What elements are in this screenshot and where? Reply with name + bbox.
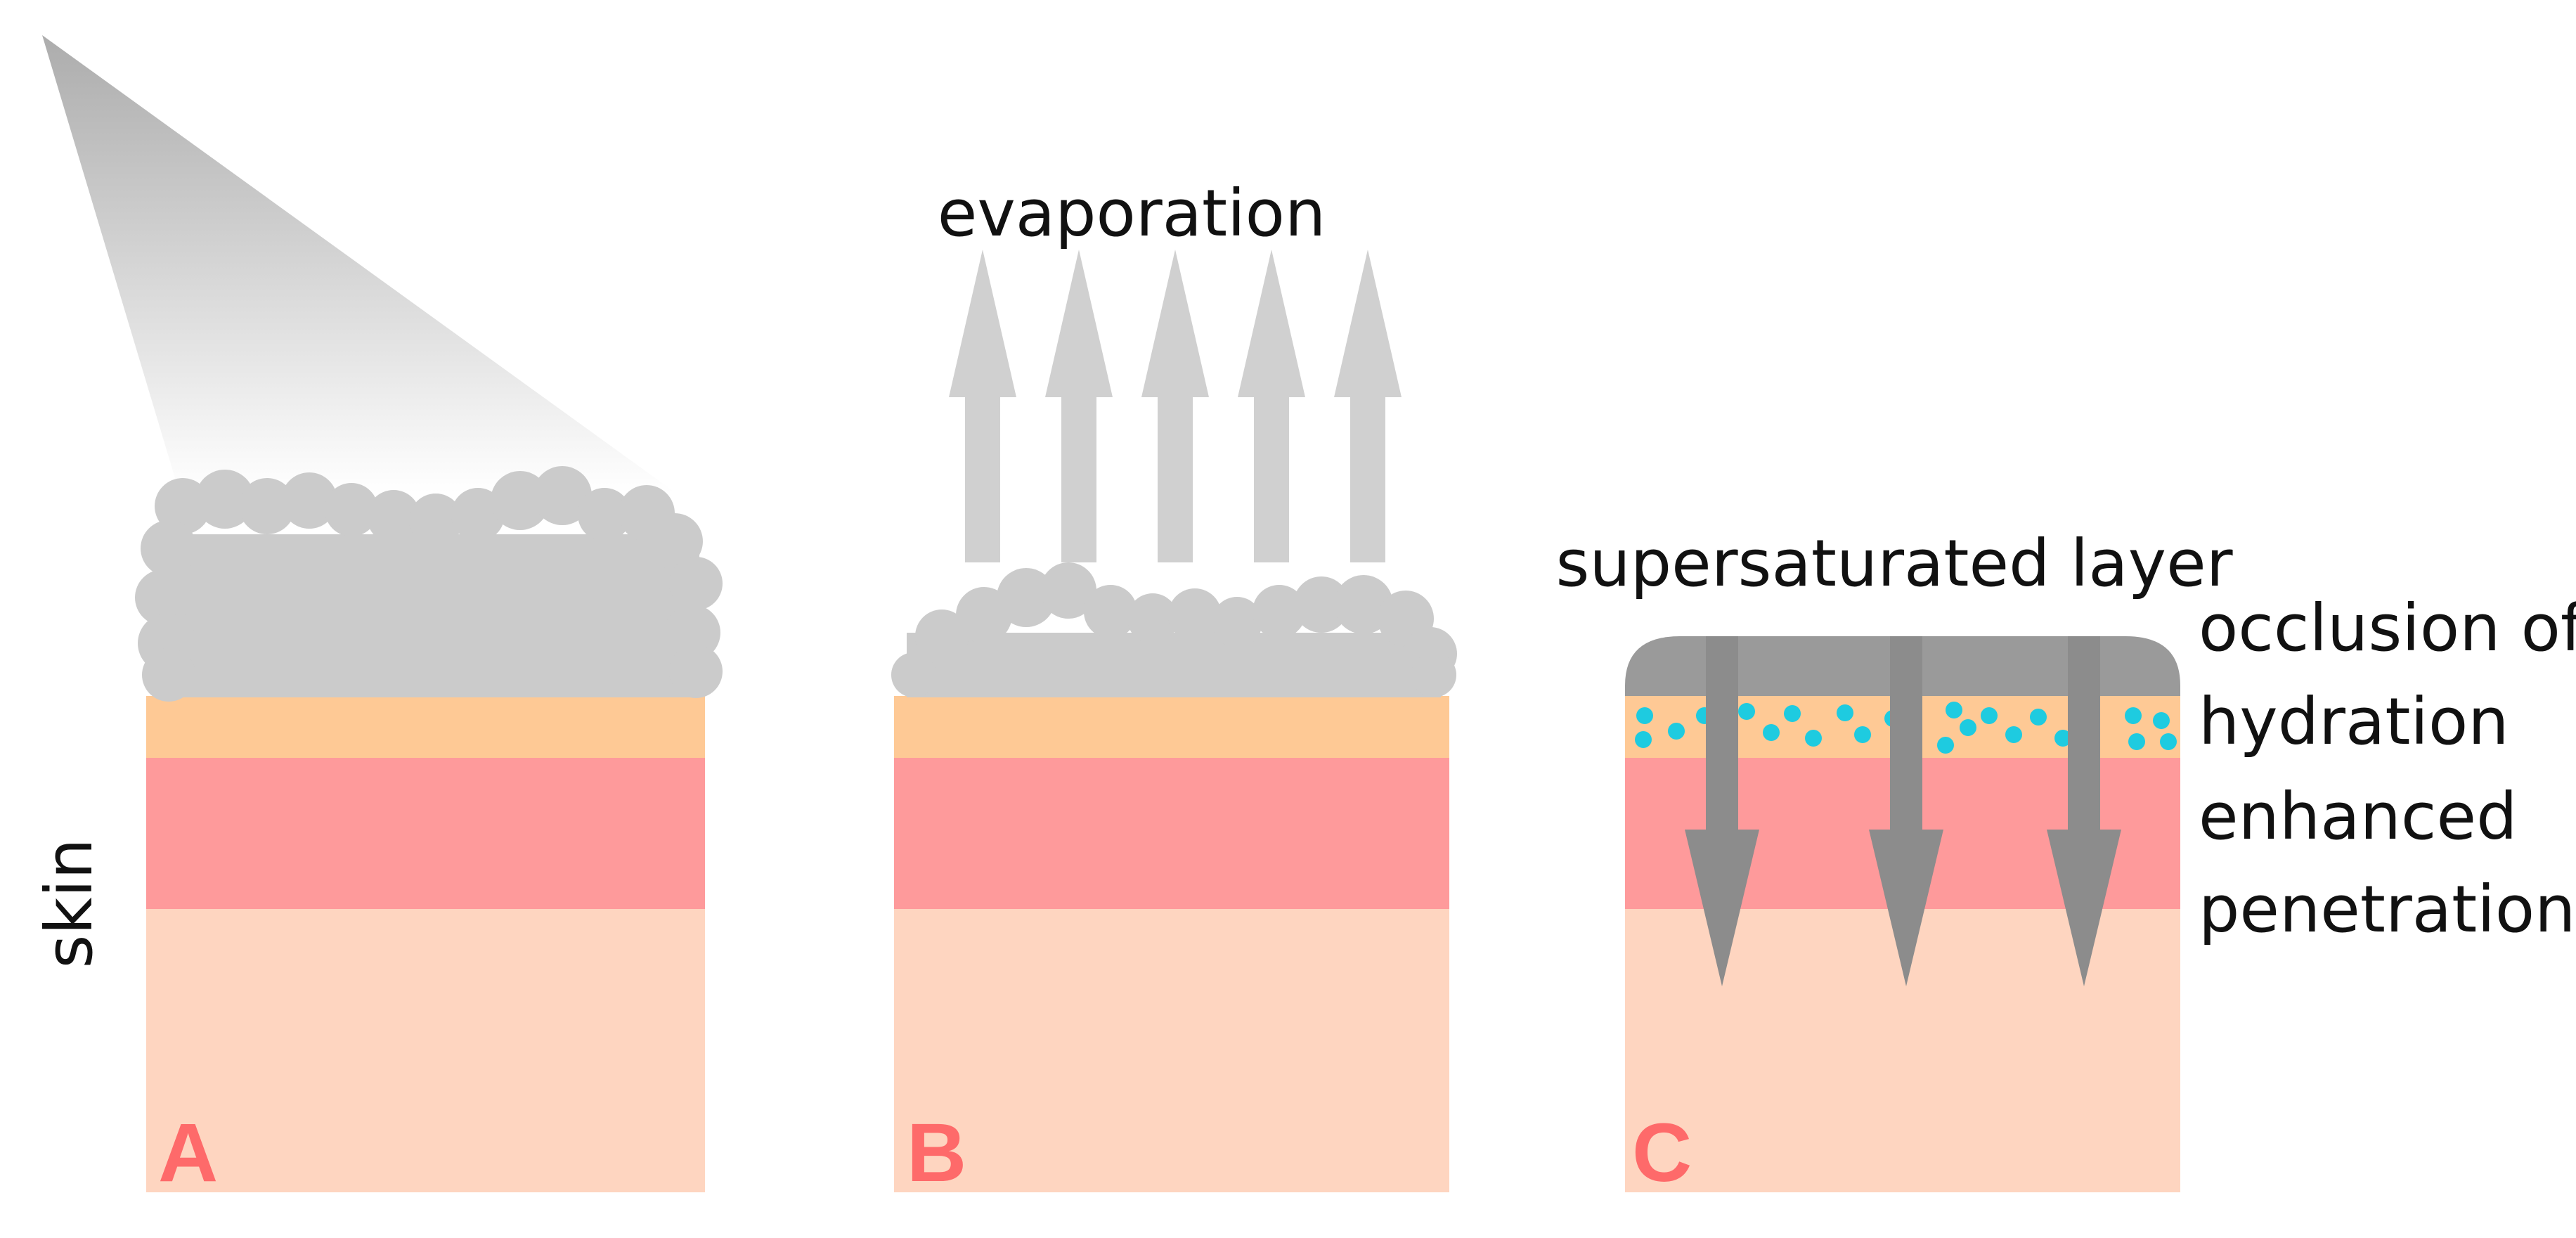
evaporation-arrow [1238, 250, 1305, 562]
panel-a: skin A [32, 35, 723, 1199]
stratum-corneum-layer-b [894, 696, 1449, 758]
evaporation-label: evaporation [938, 176, 1326, 251]
epidermis-layer-b [894, 758, 1449, 909]
penetration-arrow [1869, 636, 1943, 986]
panel-letter-c: C [1632, 1107, 1692, 1199]
skin-label: skin [32, 838, 107, 968]
evaporation-arrows [949, 250, 1402, 562]
penetration-arrow [2047, 636, 2121, 986]
epidermis-layer-a [146, 758, 705, 909]
enhanced-label-line2: penetration [2199, 872, 2575, 947]
dermis-layer-a [146, 909, 705, 1192]
evaporation-arrow [1045, 250, 1113, 562]
occlusion-label-line2: hydration [2199, 684, 2509, 759]
evaporation-arrow [1334, 250, 1402, 562]
penetration-arrow [1685, 636, 1759, 986]
panel-c: supersaturated layer [1555, 526, 2576, 1199]
enhanced-label-line1: enhanced [2199, 779, 2518, 854]
stratum-corneum-layer-a [146, 696, 705, 758]
dermis-layer-b [894, 909, 1449, 1192]
spray-cone [42, 35, 675, 492]
panel-b: evaporation [891, 176, 1457, 1199]
panel-letter-b: B [907, 1107, 966, 1199]
particle-cluster-a [135, 466, 723, 702]
supersaturated-layer-label: supersaturated layer [1555, 526, 2232, 601]
panel-letter-a: A [158, 1107, 218, 1199]
evaporation-arrow [949, 250, 1016, 562]
occlusion-label-line1: occlusion of [2199, 591, 2576, 666]
particle-cluster-b [891, 562, 1457, 697]
evaporation-arrow [1141, 250, 1209, 562]
penetration-arrows [1685, 636, 2121, 986]
